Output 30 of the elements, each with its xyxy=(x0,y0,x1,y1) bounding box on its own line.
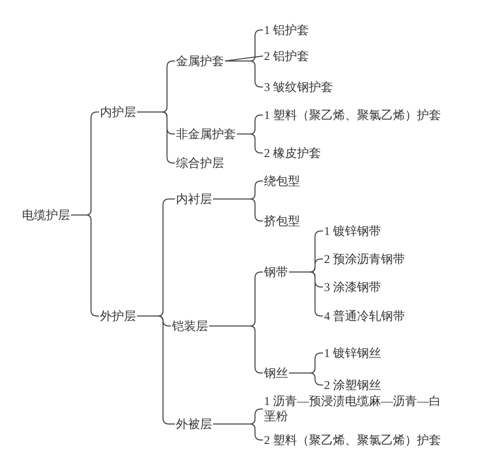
tree-label: 2 铝护套 xyxy=(264,48,309,64)
tree-label: 1 塑料（聚乙烯、聚氯乙烯）护套 xyxy=(264,108,441,122)
tree-label: 内衬层 xyxy=(176,192,212,206)
tree-label: 2 塑料（聚乙烯、聚氯乙烯）护套 xyxy=(264,432,441,448)
tree-label: 钢带 xyxy=(264,264,288,280)
tree-label: 2 橡皮护套 xyxy=(264,146,321,160)
brace-connector xyxy=(212,424,264,440)
brace-connector xyxy=(224,56,264,62)
tree-label: 铠装层 xyxy=(172,318,208,334)
tree-label: 1 镀锌钢带 xyxy=(324,224,381,238)
tree-label: 1 镀锌钢丝 xyxy=(324,346,381,360)
tree-label: 3 涂漆钢带 xyxy=(324,280,381,294)
tree-label: 绕包型 xyxy=(264,174,300,188)
tree-label: 内护层 xyxy=(100,104,136,120)
tree-label: 综合护层 xyxy=(176,156,224,170)
tree-label: 3 皱纹钢护套 xyxy=(264,80,333,94)
tree-label: 4 普通冷轧钢带 xyxy=(324,308,405,324)
tree-label: 外护层 xyxy=(100,308,136,324)
tree-label: 外被层 xyxy=(176,416,212,432)
tree-label: 1 铝护套 xyxy=(264,22,309,38)
brace-connector xyxy=(288,372,324,386)
tree-label: 2 预涂沥青钢带 xyxy=(324,252,405,266)
tree-label: 钢丝 xyxy=(264,366,288,380)
tree-label: 金属护套 xyxy=(176,54,224,68)
tree-label: 挤包型 xyxy=(264,214,300,228)
tree-label: 2 涂塑钢丝 xyxy=(324,378,381,392)
brace-connector xyxy=(236,134,264,154)
tree-label: 电缆护层 xyxy=(22,208,70,222)
tree-label: 1 沥青—预浸渍电缆麻—沥青—白垩粉 xyxy=(264,394,449,424)
tree-label: 非金属护套 xyxy=(176,126,236,142)
